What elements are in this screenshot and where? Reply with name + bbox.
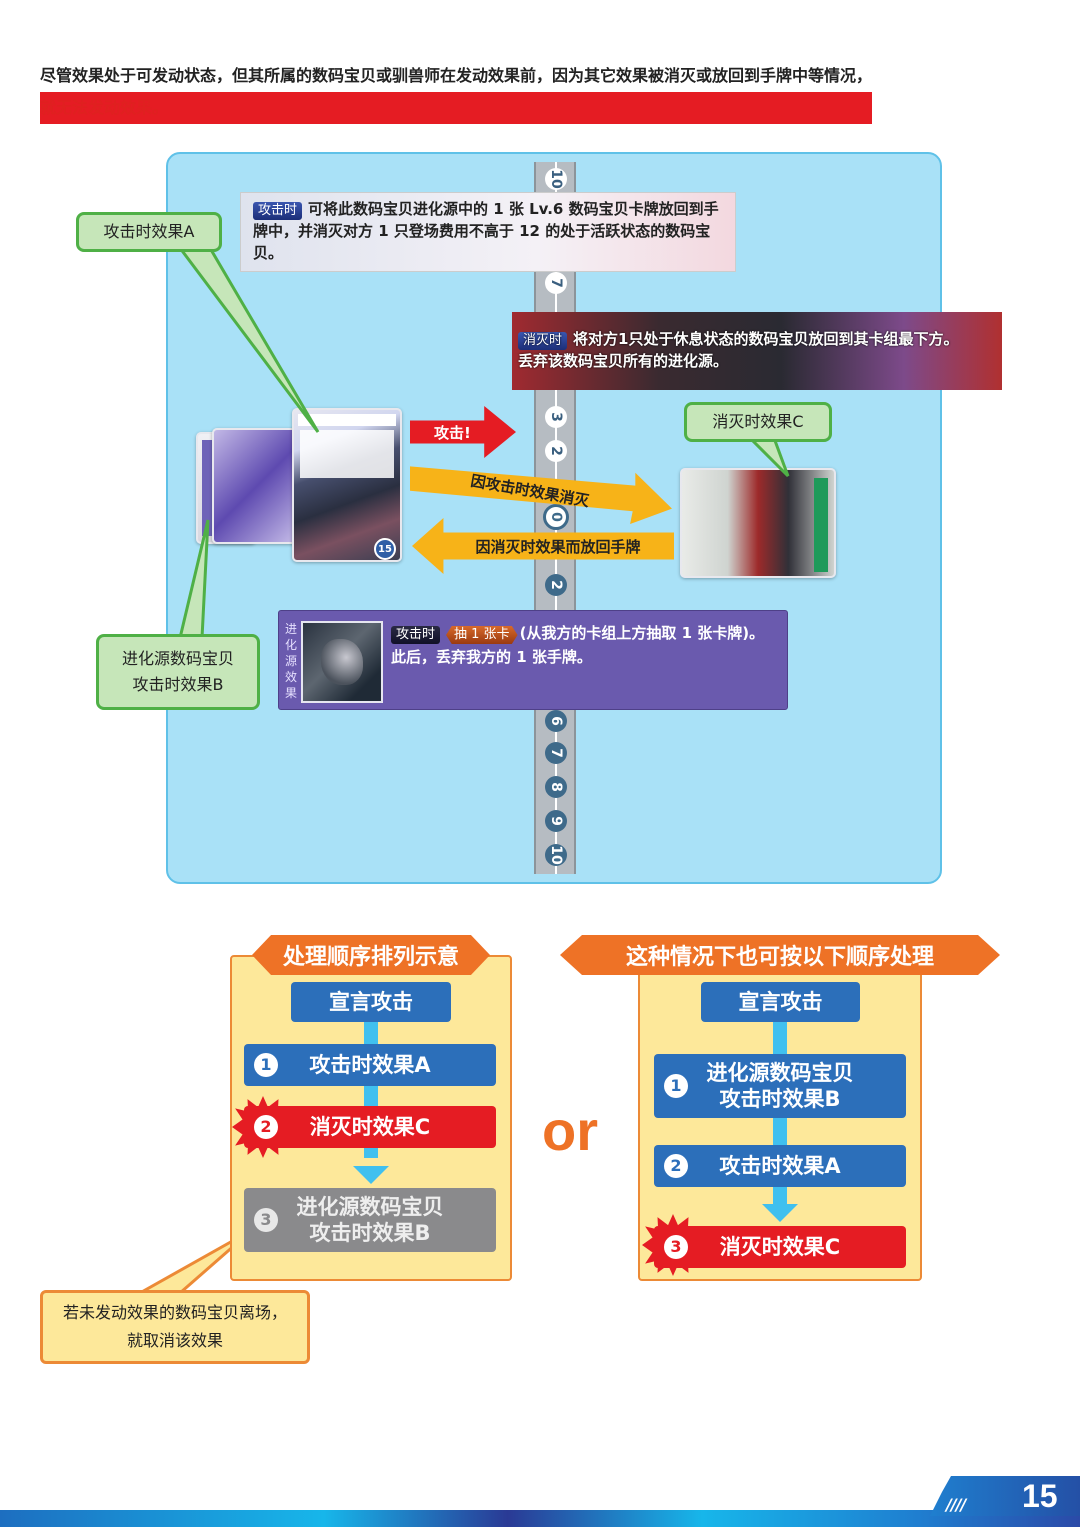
- memory-gauge: 10 7 3 2 0 2 6 7 8 9 10: [534, 162, 576, 874]
- card-play-cost: 15: [374, 538, 396, 560]
- flow-right-step-3-label: 消灭时效果C: [719, 1235, 841, 1259]
- stripes-decoration: ////: [946, 1495, 966, 1514]
- flow-left-step-3-line-1: 进化源数码宝贝: [296, 1195, 444, 1219]
- effect-c-text-line-2: 丢弃该数码宝贝所有的进化源。: [518, 352, 729, 370]
- page-number: 15: [1022, 1478, 1058, 1514]
- flow-left-step-2: 2 消灭时效果C: [244, 1106, 496, 1148]
- callout-effect-a: 攻击时效果A: [76, 212, 222, 252]
- step-number-1: 1: [254, 1053, 278, 1077]
- effect-a-text-box: 攻击时可将此数码宝贝进化源中的 1 张 Lv.6 数码宝贝卡牌放回到手牌中，并消…: [240, 192, 736, 272]
- note-line-1: 若未发动效果的数码宝贝离场，: [62, 1303, 287, 1322]
- or-label: or: [542, 1099, 598, 1162]
- card-name-bar: [814, 478, 828, 572]
- on-deletion-tag: 消灭时: [518, 332, 568, 350]
- flow-right-step-3: 3 消灭时效果C: [654, 1226, 906, 1268]
- step-number-1: 1: [664, 1074, 688, 1098]
- flow-right-declare-attack: 宣言攻击: [701, 982, 860, 1022]
- callout-effect-c-label: 消灭时效果C: [712, 412, 804, 431]
- return-arrow-label: 因消灭时效果而放回手牌: [475, 537, 641, 556]
- gauge-mark: 3: [545, 406, 567, 428]
- opponent-digimon-card: [680, 468, 836, 578]
- flow-right-title: 这种情况下也可按以下顺序处理: [560, 935, 1000, 975]
- destroy-arrow: 因攻击时效果消灭: [410, 460, 672, 524]
- intro-text: 尽管效果处于可发动状态，但其所属的数码宝贝或驯兽师在发动效果前，因为其它效果被消…: [40, 60, 873, 124]
- step-number-3: 3: [664, 1235, 688, 1259]
- flow-right-step-2-label: 攻击时效果A: [719, 1154, 841, 1178]
- effect-b-text: 攻击时抽 1 张卡(从我方的卡组上方抽取 1 张卡牌)。此后，丢弃我方的 1 张…: [391, 621, 779, 669]
- gauge-mark: 9: [545, 810, 567, 832]
- effect-c-text-line-1: 将对方1只处于休息状态的数码宝贝放回到其卡组最下方。: [573, 330, 959, 348]
- flow-left-step-1: 1 攻击时效果A: [244, 1044, 496, 1086]
- attack-arrow-label: 攻击!: [434, 423, 471, 442]
- draw-tag: 抽 1 张卡: [446, 626, 518, 644]
- evolution-source-card-lv6: [212, 428, 302, 544]
- flow-right-step-1-line-2: 攻击时效果B: [719, 1087, 841, 1111]
- down-arrow-icon: [353, 1166, 389, 1184]
- gauge-mark: 10: [545, 168, 567, 190]
- effect-b-body: (从我方的卡组上方抽取 1 张卡牌)。此后，丢弃我方的 1 张手牌。: [391, 624, 765, 666]
- down-arrow-icon: [762, 1204, 798, 1222]
- note-line-2: 就取消该效果: [126, 1331, 223, 1350]
- callout-effect-b-line-2: 攻击时效果B: [132, 675, 224, 694]
- gauge-mark: 7: [545, 742, 567, 764]
- intro-line-1: 尽管效果处于可发动状态，但其所属的数码宝贝或驯兽师在发动效果前，因为其它效果被消…: [40, 66, 873, 85]
- on-attack-tag: 攻击时: [391, 626, 441, 644]
- step-number-3: 3: [254, 1208, 278, 1232]
- footer-bar: [0, 1510, 1080, 1527]
- destroy-arrow-label: 因攻击时效果消灭: [469, 471, 591, 511]
- card-effect-text: [300, 430, 394, 478]
- flow-left-title: 处理顺序排列示意: [252, 935, 490, 975]
- flow-left-step-1-label: 攻击时效果A: [309, 1053, 431, 1077]
- gauge-mark: 2: [545, 440, 567, 462]
- callout-effect-c: 消灭时效果C: [684, 402, 832, 442]
- callout-effect-a-label: 攻击时效果A: [103, 222, 195, 241]
- on-attack-tag: 攻击时: [253, 202, 303, 220]
- gauge-mark: 7: [545, 272, 567, 294]
- gauge-mark: 10: [545, 844, 567, 866]
- flow-left-declare-attack: 宣言攻击: [291, 982, 451, 1022]
- cancel-effect-note: 若未发动效果的数码宝贝离场， 就取消该效果: [40, 1290, 310, 1364]
- flow-left-step-3-line-2: 攻击时效果B: [309, 1221, 431, 1245]
- effect-b-text-box: 进化源效果 攻击时抽 1 张卡(从我方的卡组上方抽取 1 张卡牌)。此后，丢弃我…: [278, 610, 788, 710]
- attacking-digimon-card: 15: [292, 408, 402, 562]
- step-number-2: 2: [254, 1115, 278, 1139]
- effect-c-text-box: 消灭时将对方1只处于休息状态的数码宝贝放回到其卡组最下方。 丢弃该数码宝贝所有的…: [512, 312, 1002, 390]
- gauge-mark: 8: [545, 776, 567, 798]
- callout-effect-b: 进化源数码宝贝 攻击时效果B: [96, 634, 260, 710]
- flow-left-step-3: 3 进化源数码宝贝 攻击时效果B: [244, 1188, 496, 1252]
- flow-right-step-1-line-1: 进化源数码宝贝: [706, 1061, 854, 1085]
- intro-line-2-highlight: 就无法发动效果。: [40, 92, 873, 124]
- gauge-mark: 6: [545, 710, 567, 732]
- flow-right-step-1: 1 进化源数码宝贝 攻击时效果B: [654, 1054, 906, 1118]
- flow-left-step-2-label: 消灭时效果C: [309, 1115, 431, 1139]
- evolution-source-thumbnail: [301, 621, 383, 703]
- evolution-source-effect-label: 进化源效果: [285, 622, 298, 700]
- page-number-tab: [930, 1476, 1080, 1516]
- flow-right-step-2: 2 攻击时效果A: [654, 1145, 906, 1187]
- callout-effect-b-line-1: 进化源数码宝贝: [121, 649, 234, 668]
- gauge-mark: 2: [545, 574, 567, 596]
- effect-a-text: 可将此数码宝贝进化源中的 1 张 Lv.6 数码宝贝卡牌放回到手牌中，并消灭对方…: [253, 200, 719, 262]
- card-header: [298, 414, 396, 426]
- step-number-2: 2: [664, 1154, 688, 1178]
